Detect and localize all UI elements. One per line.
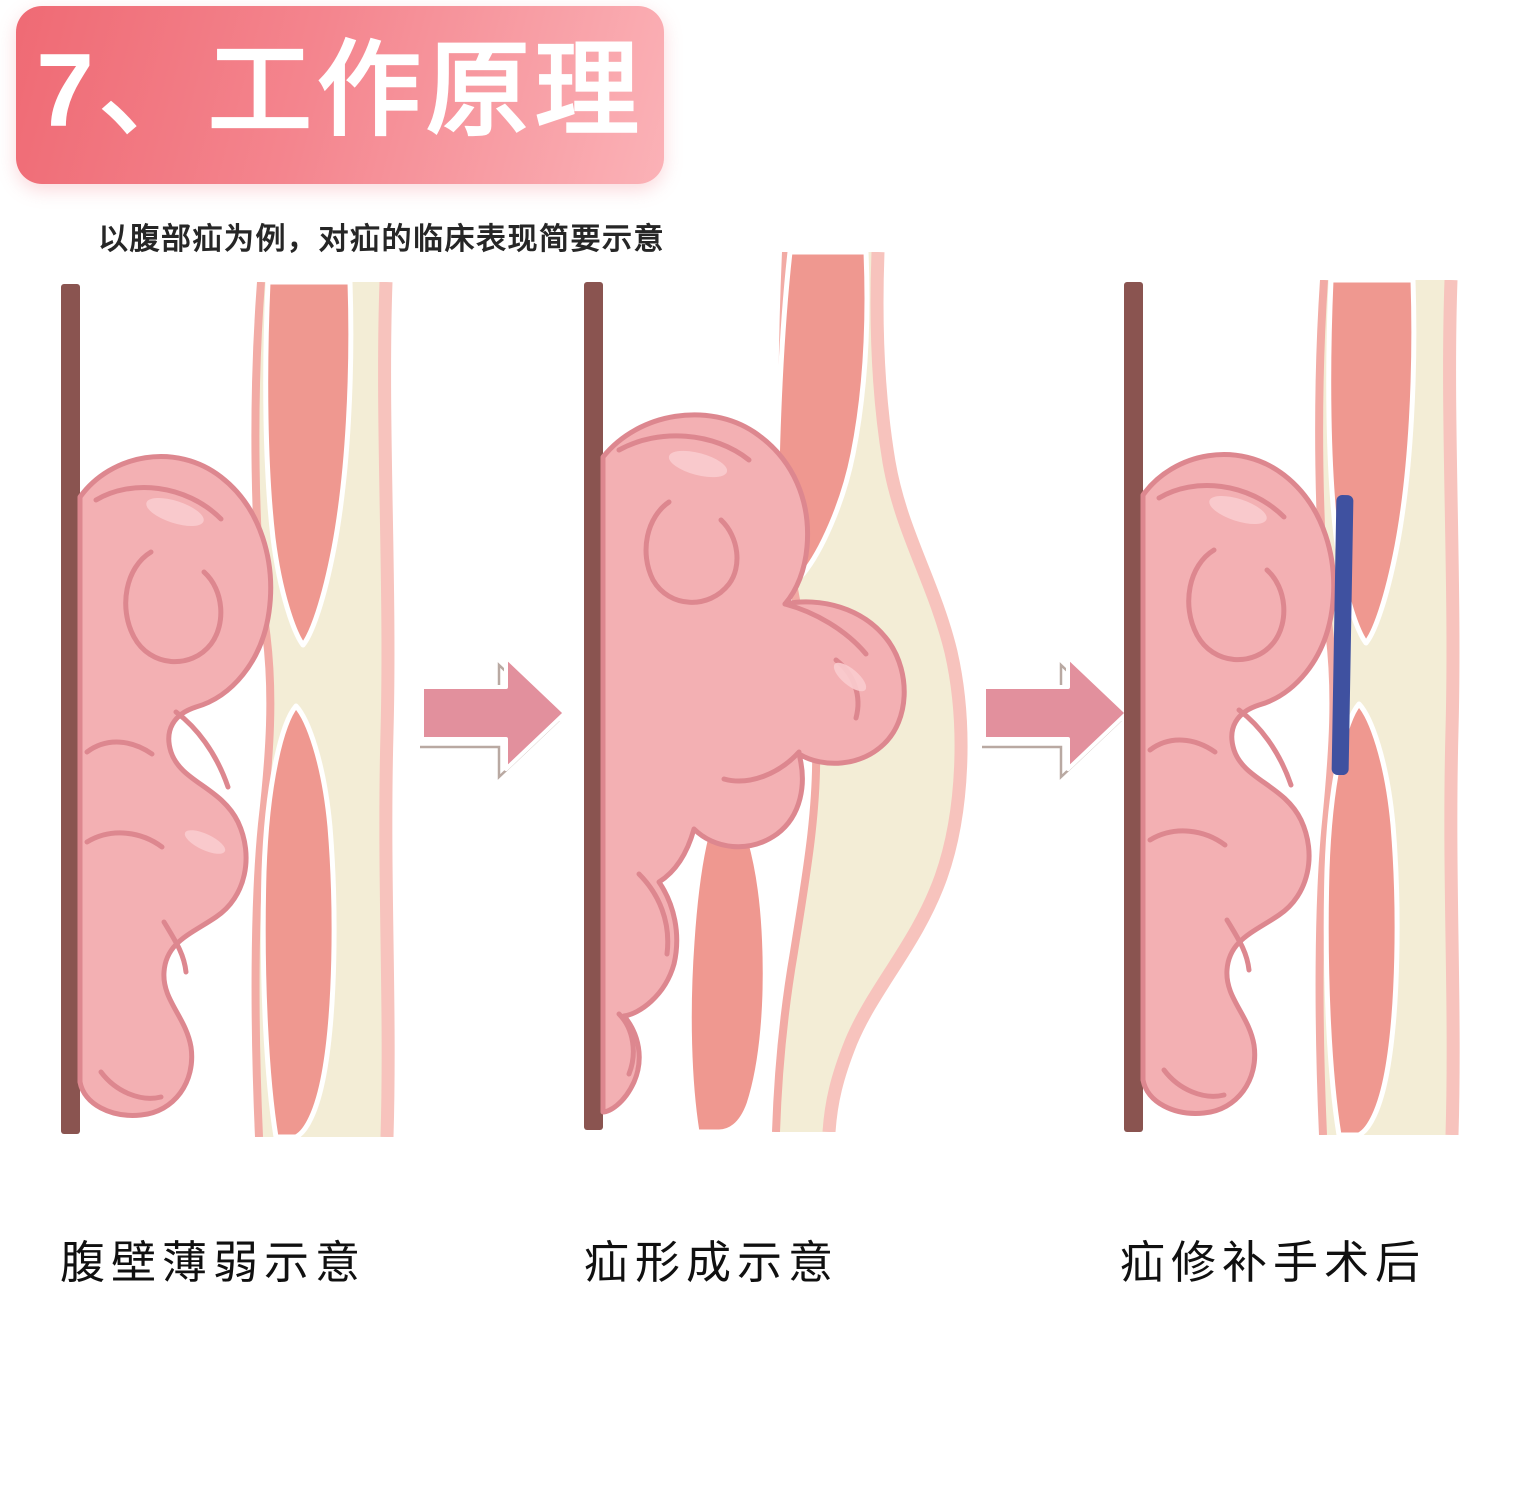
caption-weak-abdominal-wall: 腹壁薄弱示意 bbox=[60, 1238, 367, 1288]
skin-line bbox=[378, 282, 395, 1137]
lower-muscle bbox=[1323, 701, 1400, 1135]
intestine-highlight bbox=[146, 498, 204, 526]
intestine-folds bbox=[616, 433, 869, 1077]
intestine-folds bbox=[84, 485, 231, 1101]
subtitle: 以腹部疝为例，对疝的临床表现简要示意 bbox=[98, 223, 665, 256]
abdominal-bar bbox=[1124, 282, 1143, 1132]
intestine-highlight bbox=[833, 662, 867, 692]
lower-muscle bbox=[686, 789, 768, 1132]
caption-hernia-formation: 疝形成示意 bbox=[584, 1238, 840, 1288]
illustration-weak-abdominal-wall bbox=[61, 282, 395, 1137]
skin-line bbox=[1443, 280, 1460, 1135]
lower-muscle bbox=[260, 703, 337, 1137]
caption-after-hernia-repair: 疝修补手术后 bbox=[1120, 1238, 1427, 1288]
arrow-body bbox=[982, 655, 1129, 771]
arrow-right-icon bbox=[420, 655, 567, 780]
arrow-right-icon bbox=[982, 645, 1132, 780]
abdominal-bar bbox=[584, 282, 603, 1130]
panel-after-hernia-repair bbox=[1118, 280, 1474, 1135]
illustration-hernia-formation bbox=[584, 252, 968, 1132]
mesh-patch bbox=[1331, 494, 1354, 776]
illustration-after-hernia-repair bbox=[1124, 280, 1460, 1135]
skin-line bbox=[822, 252, 968, 1132]
arrow-right-icon bbox=[982, 655, 1129, 780]
intestine-highlight bbox=[668, 450, 728, 478]
intestine-highlight bbox=[184, 830, 226, 854]
abdominal-bar bbox=[61, 284, 80, 1134]
panel-weak-abdominal-wall bbox=[55, 282, 405, 1137]
upper-muscle bbox=[263, 282, 354, 648]
intestine-folds bbox=[1147, 483, 1294, 1099]
inner-membrane bbox=[251, 282, 275, 1137]
intestines bbox=[1140, 452, 1337, 1116]
arrow-right-icon bbox=[420, 645, 570, 780]
page-title: 7、工作原理 bbox=[36, 33, 644, 149]
panel-hernia-formation bbox=[578, 252, 973, 1132]
arrow-body bbox=[420, 655, 567, 771]
intestines bbox=[77, 454, 274, 1118]
title-banner: 7、工作原理 bbox=[16, 6, 664, 184]
intestine-highlight bbox=[1209, 496, 1267, 524]
